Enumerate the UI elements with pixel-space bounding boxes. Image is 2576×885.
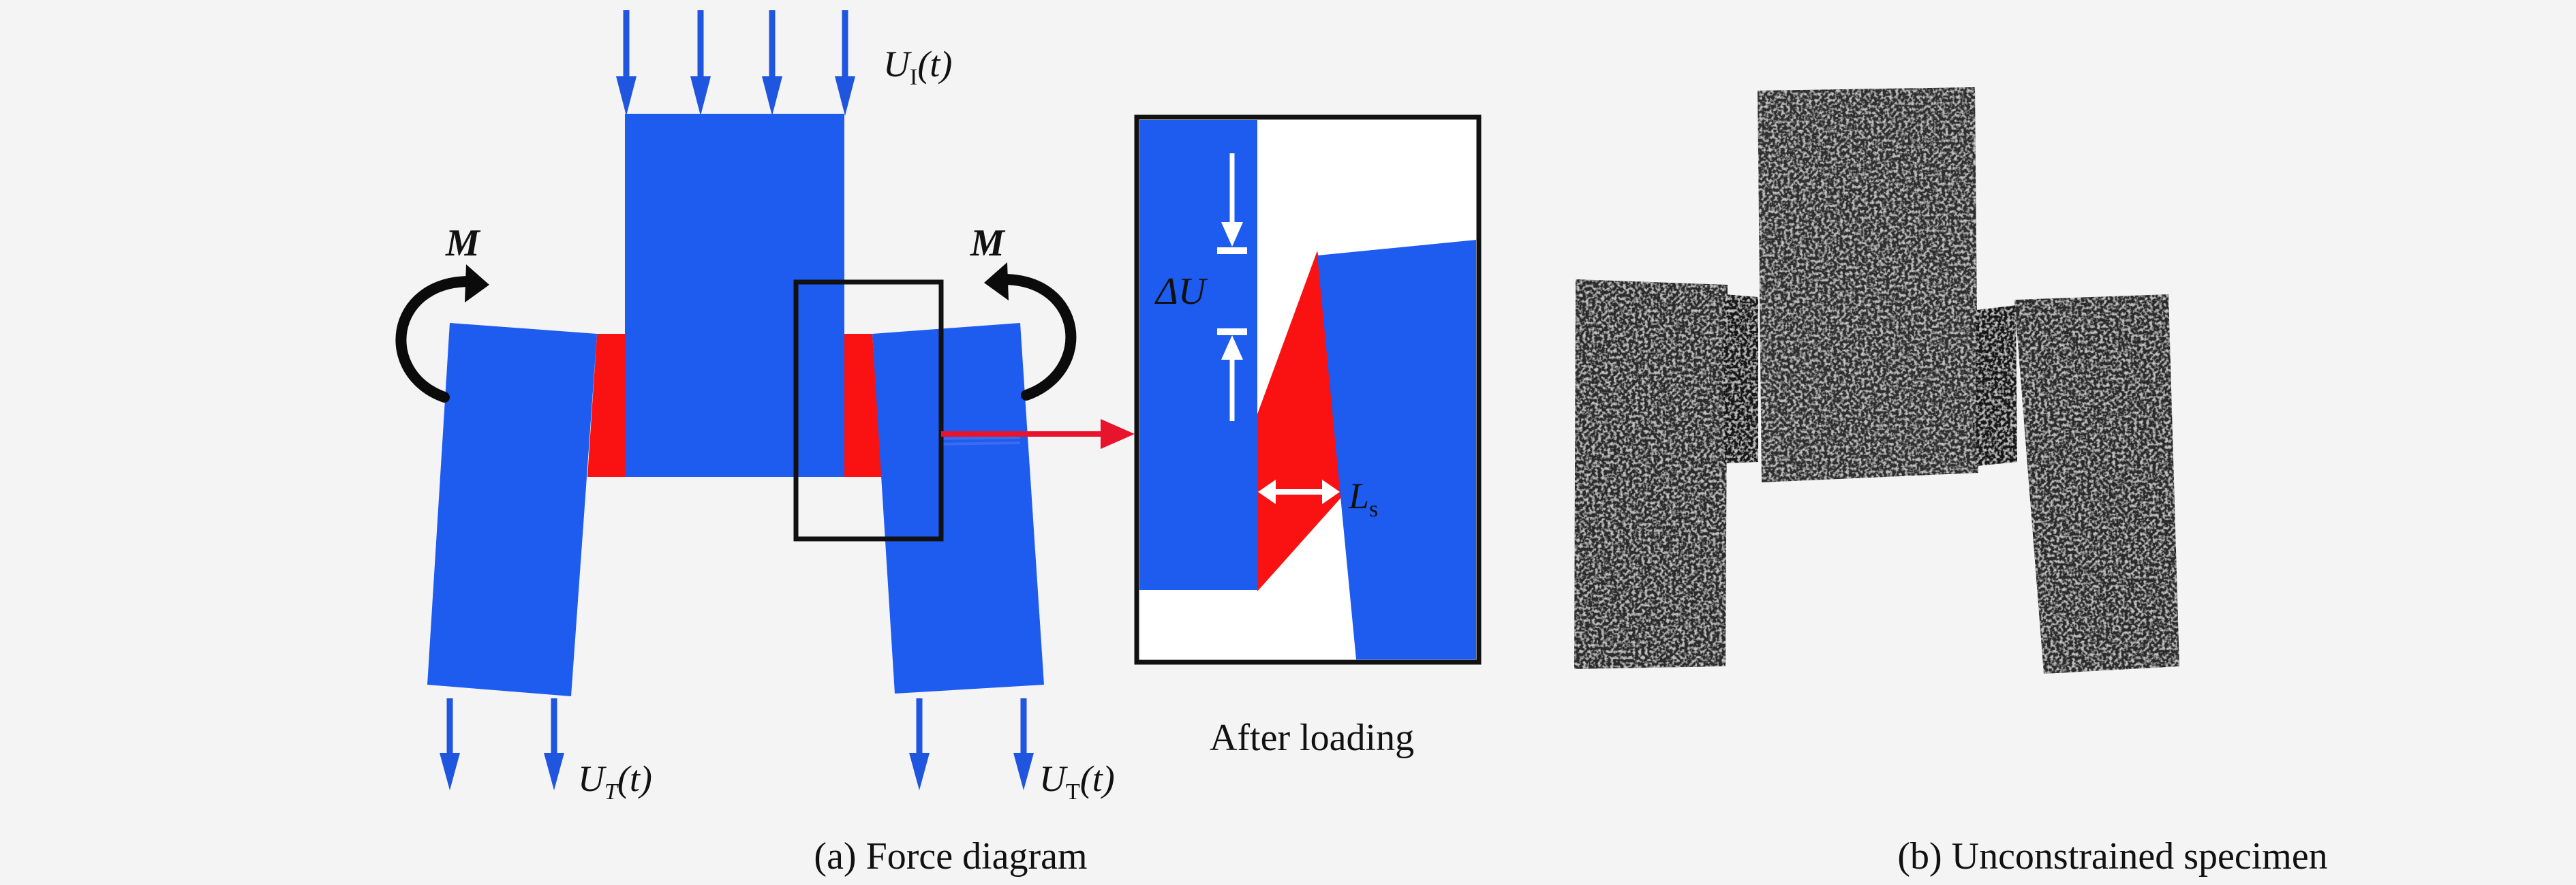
force-diagram-panel: UI(t) M M [395,10,1482,878]
detail-region-frame [793,279,944,542]
shear-length-label: Ls [1348,476,1378,522]
top-load-arrows [616,10,855,116]
right-arrow-icon [941,419,1135,449]
down-arrow-icon [1013,698,1034,790]
detail-right-block [1317,240,1476,659]
down-arrow-icon [616,10,637,116]
specimen-right-gap [1976,305,2017,466]
down-arrow-icon [762,10,782,116]
left-pull-label: UT(t) [578,758,652,805]
left-pull-arrows [440,698,564,790]
detail-panel-frame [1134,114,1482,665]
specimen-caption: (b) Unconstrained specimen [1897,835,2327,878]
specimen-left-block [1574,279,1728,669]
central-block [625,114,844,477]
detail-adhesive [1257,251,1360,591]
down-arrow-icon [835,10,855,116]
detail-caption: After loading [1210,717,1414,759]
down-arrow-icon [440,698,460,790]
specimen-photo [1574,87,2179,674]
right-pull-label: UT(t) [1039,758,1115,805]
crack-line [938,436,1021,440]
moment-left-label: M [445,222,481,264]
crack-line [938,441,1021,446]
detail-panel: ΔU Ls [1134,114,1482,665]
right-side-block [872,323,1044,694]
specimen-right-block [2014,294,2179,674]
curved-arrow-icon [395,264,489,403]
double-arrow-icon [1258,480,1340,504]
left-side-block [427,323,597,696]
delta-u-dimension [1217,153,1247,421]
curved-arrow-icon [984,262,1077,401]
specimen-left-gap [1724,294,1758,463]
right-adhesive-layer [844,334,882,477]
right-pull-arrows [909,698,1034,790]
delta-u-label: ΔU [1154,270,1208,313]
moment-right-label: M [970,222,1006,264]
force-diagram-caption: (a) Force diagram [814,835,1087,878]
down-arrow-icon [909,698,930,790]
top-load-label: UI(t) [883,44,952,90]
specimen-center-block [1758,87,1978,482]
down-arrow-icon [690,10,711,116]
specimen-panel: (b) Unconstrained specimen [1574,87,2328,878]
down-arrow-icon [544,698,564,790]
left-adhesive-layer [587,334,625,477]
